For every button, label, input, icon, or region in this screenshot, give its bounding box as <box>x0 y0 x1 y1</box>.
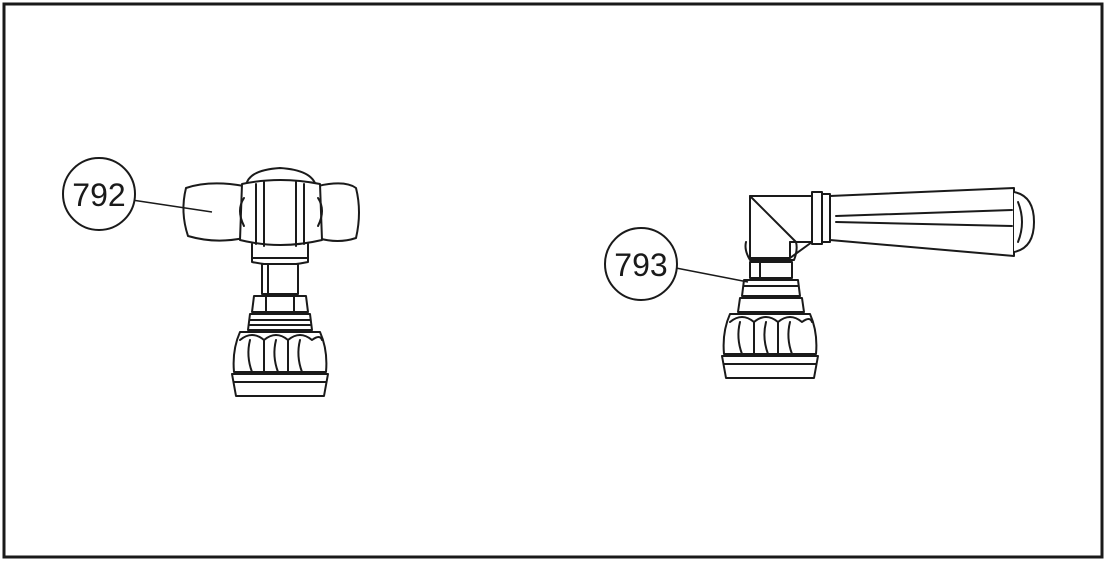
cross-handle-valve <box>182 167 360 397</box>
lever-handle-valve <box>721 187 1035 379</box>
callout-label-793: 793 <box>614 247 667 283</box>
callout-792: 792 <box>62 157 213 231</box>
callout-793: 793 <box>604 227 749 301</box>
callout-label-792: 792 <box>72 177 125 213</box>
